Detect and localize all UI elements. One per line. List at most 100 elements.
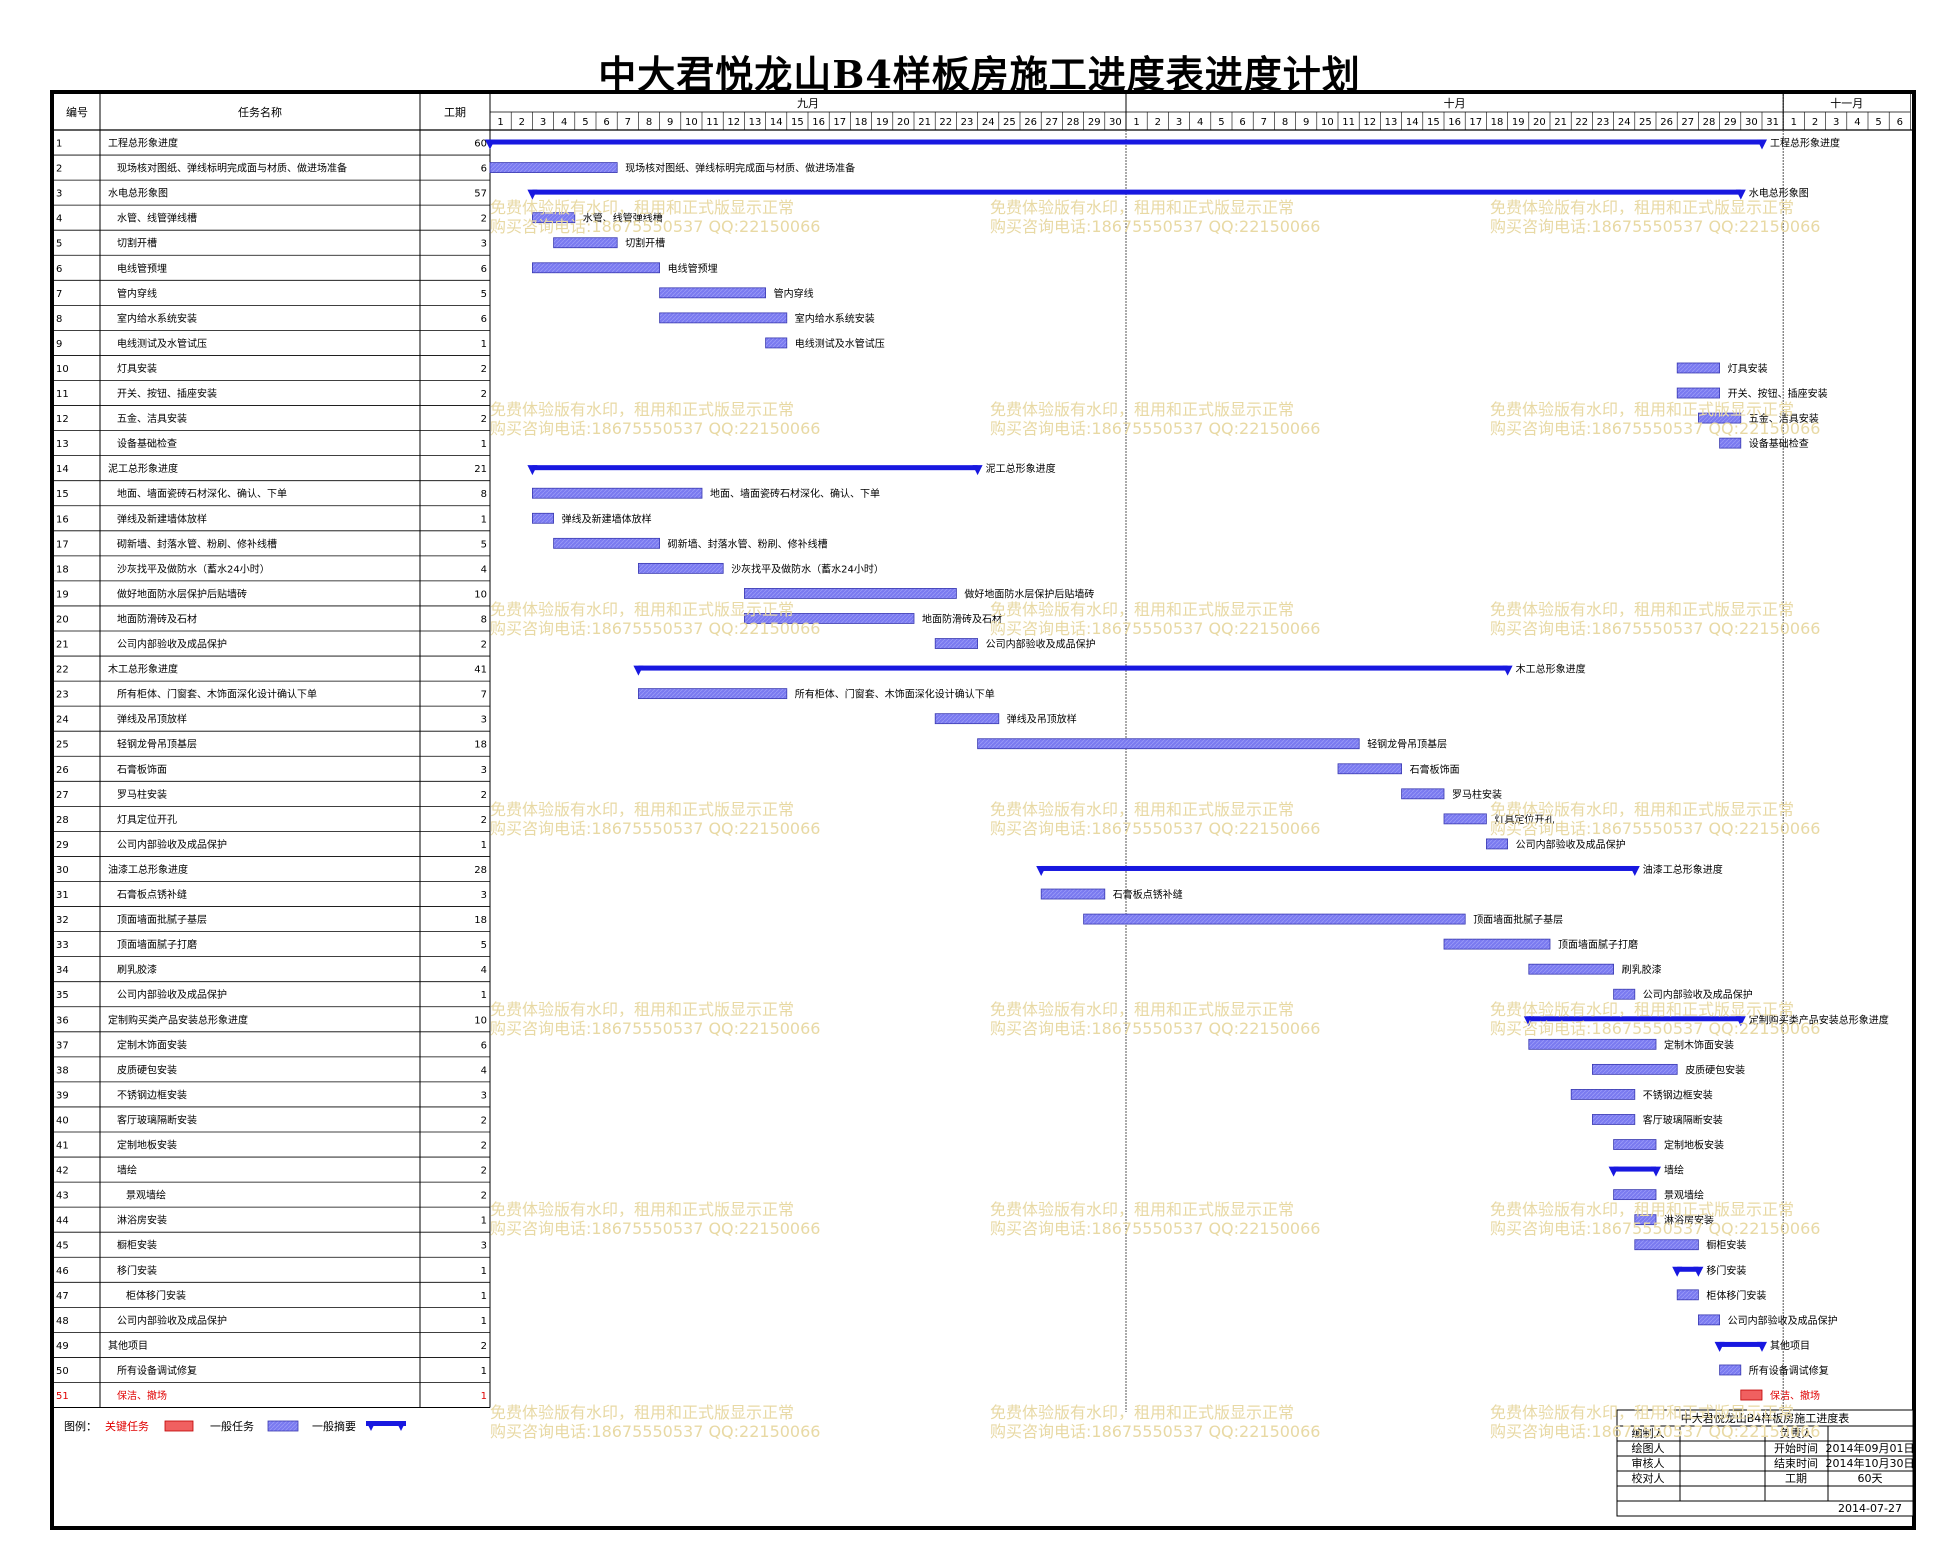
header-id: 编号 <box>66 105 88 119</box>
bar-label: 弹线及吊顶放样 <box>1007 713 1077 726</box>
row-name: 灯具安装 <box>117 362 157 375</box>
row-name: 公司内部验收及成品保护 <box>117 638 227 651</box>
row-duration: 6 <box>481 1040 487 1051</box>
legend-normal-label: 一般任务 <box>210 1420 254 1433</box>
day-label: 2 <box>519 117 525 128</box>
day-label: 7 <box>625 117 631 128</box>
day-label: 29 <box>1088 117 1101 128</box>
bar-label: 开关、按钮、插座安装 <box>1728 387 1828 400</box>
legend-summary-swatch <box>366 1421 406 1431</box>
summary-bar <box>527 189 1746 200</box>
row-id: 3 <box>56 189 62 200</box>
row-name: 管内穿线 <box>117 287 157 300</box>
row-id: 29 <box>56 840 69 851</box>
summary-bar <box>1036 865 1640 876</box>
row-duration: 2 <box>481 790 487 801</box>
row-name: 砌新墙、封落水管、粉刷、修补线槽 <box>117 537 277 550</box>
row-name: 开关、按钮、插座安装 <box>117 387 217 400</box>
day-label: 13 <box>1385 117 1398 128</box>
summary-bar <box>1672 1266 1704 1277</box>
row-duration: 4 <box>481 564 487 575</box>
day-label: 6 <box>603 117 609 128</box>
row-duration: 18 <box>474 915 487 926</box>
day-label: 23 <box>961 117 974 128</box>
row-duration: 1 <box>481 840 487 851</box>
day-label: 24 <box>982 117 995 128</box>
bar-label: 定制地板安装 <box>1664 1139 1724 1152</box>
row-id: 42 <box>56 1166 69 1177</box>
legend-normal-swatch <box>267 1420 299 1432</box>
day-label: 30 <box>1745 117 1758 128</box>
info-drawer-label: 绘图人 <box>1632 1441 1665 1455</box>
bar-label: 水电总形象图 <box>1749 187 1809 200</box>
row-duration: 18 <box>474 740 487 751</box>
day-label: 18 <box>1491 117 1504 128</box>
bar-label: 不锈钢边框安装 <box>1643 1088 1713 1101</box>
grid-layer <box>54 94 1912 1412</box>
task-bar <box>553 237 618 249</box>
row-name: 弹线及吊顶放样 <box>117 713 187 726</box>
bar-label: 柜体移门安装 <box>1706 1289 1766 1302</box>
task-bar <box>489 162 618 173</box>
bar-label: 设备基础检查 <box>1749 437 1809 450</box>
row-id: 9 <box>56 339 62 350</box>
task-bar <box>1592 1063 1678 1075</box>
row-id: 34 <box>56 965 69 976</box>
task-bar <box>1698 1314 1721 1326</box>
bar-label: 水管、线管弹线槽 <box>583 212 663 225</box>
summary-bar <box>1714 1341 1767 1352</box>
row-id: 22 <box>56 665 69 676</box>
summary-bar <box>633 665 1513 676</box>
info-end-value: 2014年10月30日 <box>1826 1456 1915 1470</box>
row-name: 定制购买类产品安装总形象进度 <box>108 1013 248 1026</box>
row-name: 轻钢龙骨吊顶基层 <box>117 738 197 751</box>
bar-label: 电线管预埋 <box>668 262 718 275</box>
legend-critical-swatch <box>164 1420 194 1432</box>
info-title: 中大君悦龙山B4样板房施工进度表 <box>1681 1411 1850 1425</box>
row-duration: 8 <box>481 614 487 625</box>
day-label: 5 <box>1218 117 1224 128</box>
row-name: 公司内部验收及成品保护 <box>117 1314 227 1327</box>
info-dur-label: 工期 <box>1785 1472 1807 1485</box>
bar-label: 室内给水系统安装 <box>795 312 875 325</box>
bar-label: 砌新墙、封落水管、粉刷、修补线槽 <box>668 537 828 550</box>
bar-label: 所有柜体、门窗套、木饰面深化设计确认下单 <box>795 688 995 701</box>
row-name: 刷乳胶漆 <box>117 963 157 976</box>
row-name: 不锈钢边框安装 <box>117 1088 187 1101</box>
row-id: 33 <box>56 940 69 951</box>
row-id: 10 <box>56 364 69 375</box>
row-duration: 1 <box>481 1366 487 1377</box>
task-bar <box>1698 412 1742 424</box>
task-bar <box>744 588 957 599</box>
page-title: 中大君悦龙山B4样板房施工进度表进度计划 <box>598 52 1361 97</box>
row-name: 橱柜安装 <box>117 1239 157 1252</box>
bar-label: 轻钢龙骨吊顶基层 <box>1367 738 1447 751</box>
day-label: 8 <box>646 117 652 128</box>
info-editor-label: 编制人 <box>1632 1426 1665 1440</box>
bar-label: 公司内部验收及成品保护 <box>1516 838 1626 851</box>
day-label: 14 <box>1406 117 1419 128</box>
row-duration: 21 <box>474 464 487 475</box>
month-label: 十月 <box>1444 96 1466 110</box>
row-name: 灯具定位开孔 <box>117 813 177 826</box>
bar-label: 切割开槽 <box>625 237 665 250</box>
row-duration: 7 <box>481 690 487 701</box>
row-id: 36 <box>56 1015 69 1026</box>
task-bar <box>532 262 661 274</box>
bar-label: 定制木饰面安装 <box>1664 1038 1734 1051</box>
task-bar <box>1613 1189 1657 1201</box>
row-duration: 2 <box>481 1341 487 1352</box>
task-bar <box>1401 788 1445 800</box>
task-bar <box>1613 988 1636 1000</box>
day-label: 21 <box>1554 117 1567 128</box>
bar-label: 灯具安装 <box>1728 362 1768 375</box>
header-name: 任务名称 <box>238 105 282 119</box>
task-bar <box>532 212 576 224</box>
row-id: 28 <box>56 815 69 826</box>
row-name: 水电总形象图 <box>108 187 168 200</box>
day-label: 3 <box>540 117 546 128</box>
row-name: 墙绘 <box>117 1164 137 1177</box>
row-name: 定制地板安装 <box>117 1139 177 1152</box>
task-bar <box>977 738 1360 750</box>
bar-label: 工程总形象进度 <box>1770 137 1840 150</box>
